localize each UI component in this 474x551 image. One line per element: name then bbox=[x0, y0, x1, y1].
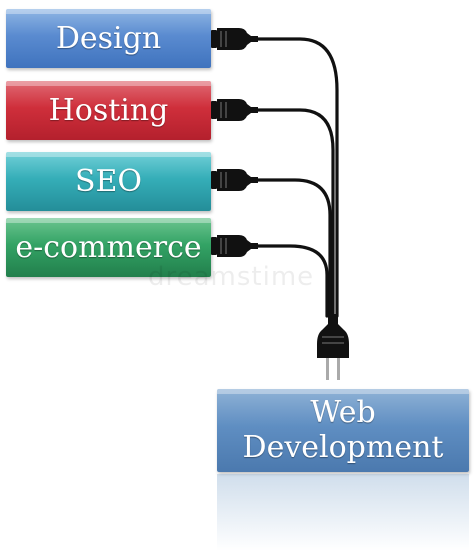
web-development-box: Web Development bbox=[217, 389, 469, 472]
hosting-box: Hosting bbox=[6, 81, 211, 140]
web-development-line2: Development bbox=[242, 429, 444, 465]
plug-icon bbox=[211, 235, 258, 257]
cable-design bbox=[256, 37, 339, 318]
box-reflection bbox=[217, 474, 469, 551]
cable-seo bbox=[256, 178, 332, 318]
seo-label: SEO bbox=[74, 164, 143, 199]
ecommerce-box: e-commerce bbox=[6, 218, 211, 277]
plug-icon bbox=[211, 99, 258, 121]
design-label: Design bbox=[55, 21, 162, 56]
ecommerce-label: e-commerce bbox=[15, 230, 202, 265]
plug-icon bbox=[211, 169, 258, 191]
web-development-line1: Web bbox=[310, 395, 376, 430]
cable-ecommerce bbox=[256, 244, 329, 318]
hosting-label: Hosting bbox=[48, 93, 169, 128]
plug-icon bbox=[211, 28, 258, 50]
cable-hosting bbox=[256, 108, 335, 318]
watermark: dreamstime bbox=[148, 262, 315, 292]
seo-box: SEO bbox=[6, 152, 211, 211]
power-plug-icon bbox=[317, 314, 349, 380]
design-box: Design bbox=[6, 9, 211, 68]
